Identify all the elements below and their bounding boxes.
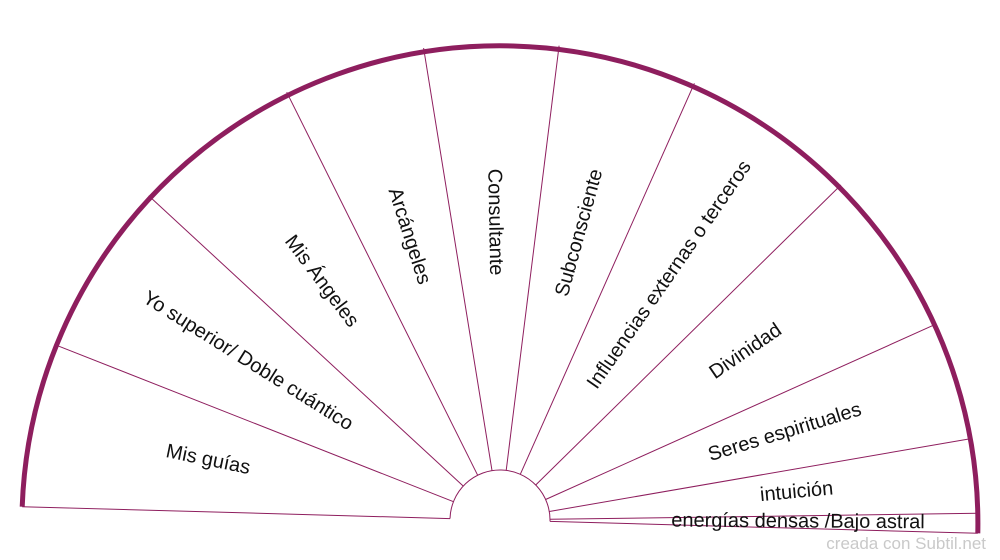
sector-divider-line (535, 184, 842, 486)
outer-arc (19, 43, 981, 534)
sector-divider-line (55, 344, 454, 503)
sector-label: Subconsciente (551, 167, 607, 299)
sector-divider-line (549, 438, 972, 512)
sector-label: Mis guías (164, 440, 252, 479)
sector-divider-line (423, 48, 493, 471)
sector-divider-line (286, 91, 479, 476)
sector-label: Seres espirituales (706, 398, 864, 466)
sector-divider-line (148, 195, 464, 487)
sector-divider-line (549, 520, 978, 534)
sector-label: Yo superior/ Doble cuántico (139, 287, 357, 435)
sector-divider-line (505, 45, 560, 471)
sector-divider-line (22, 506, 451, 520)
sector-label: energías densas /Bajo astral (671, 509, 925, 533)
sector-divider-line (545, 323, 937, 500)
sector-label: Arcángeles (384, 185, 436, 287)
credit-footer: creada con Subtil.net (826, 534, 986, 553)
sector-divider-line (519, 83, 695, 475)
sector-label: Divinidad (705, 319, 785, 384)
sector-label: Mis Ángeles (280, 231, 364, 332)
sector-label: Consultante (483, 169, 507, 276)
sector-label: intuición (759, 477, 834, 506)
center-hub-arc (449, 469, 551, 522)
sector-divider-line (549, 512, 979, 520)
